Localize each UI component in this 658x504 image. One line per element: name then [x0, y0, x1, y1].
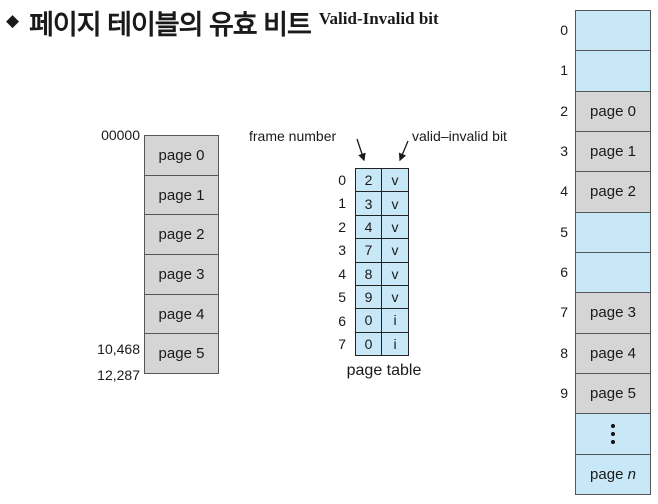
page-table-indices: 0 1 2 3 4 5 6 7: [322, 168, 346, 356]
page-index-label: 6: [338, 312, 346, 329]
page-index-label: 0: [338, 171, 346, 188]
frame-number-cell: 9: [356, 285, 382, 309]
valid-bit-cell: v: [382, 192, 408, 215]
valid-bit-cell: i: [382, 332, 408, 355]
frame-index-label: 0: [560, 22, 568, 39]
page-table: 2 v 3 v 4 v 7 v 8 v 9 v 0 i 0 i: [355, 168, 409, 356]
memory-frame-cell: page 1: [576, 130, 650, 172]
valid-bit-cell: v: [382, 169, 408, 192]
slide-title: ◆ 페이지 테이블의 유효 비트 Valid-Invalid bit: [6, 3, 439, 42]
memory-frame-cell: page 2: [576, 171, 650, 212]
frame-index-label: 4: [560, 183, 568, 200]
ellipsis-dot: [611, 439, 615, 444]
physical-frame-indices: 0 1 2 3 4 5 6 7 8 9: [540, 10, 568, 413]
frame-number-cell: 0: [356, 309, 382, 332]
page-index-label: 7: [338, 336, 346, 353]
page-n-variable: n: [627, 465, 636, 483]
frame-index-label: 7: [560, 304, 568, 321]
valid-invalid-arrow: [398, 140, 409, 162]
page-table-row: 4 v: [356, 214, 408, 239]
page-table-row: 7 v: [356, 238, 408, 262]
frame-number-cell: 4: [356, 215, 382, 239]
page-index-label: 4: [338, 265, 346, 282]
valid-bit-cell: v: [382, 215, 408, 239]
logical-page-cell: page 0: [145, 136, 218, 175]
page-index-label: 1: [338, 195, 346, 212]
logical-memory-column: page 0 page 1 page 2 page 3 page 4 page …: [144, 135, 219, 374]
frame-number-arrow: [356, 138, 366, 162]
ellipsis-dot: [611, 423, 615, 428]
frame-index-label: 3: [560, 143, 568, 160]
memory-frame-cell: [576, 211, 650, 252]
memory-frame-cell: [576, 251, 650, 293]
frame-index-label: 8: [560, 344, 568, 361]
valid-bit-cell: v: [382, 262, 408, 285]
page-table-row: 8 v: [356, 261, 408, 285]
frame-number-cell: 8: [356, 262, 382, 285]
page-table-row: 0 i: [356, 331, 408, 355]
frame-index-label: 9: [560, 384, 568, 401]
page-index-label: 2: [338, 218, 346, 235]
page-index-label: 3: [338, 242, 346, 259]
frame-number-cell: 0: [356, 332, 382, 355]
memory-frame-cell: page 3: [576, 292, 650, 333]
frame-index-label: 6: [560, 263, 568, 280]
page-n-prefix: page: [590, 465, 628, 483]
frame-number-label: frame number: [249, 128, 337, 144]
memory-frame-cell: [576, 11, 650, 51]
page-table-row: 9 v: [356, 284, 408, 309]
memory-frame-cell: page 4: [576, 332, 650, 373]
valid-bit-cell: v: [382, 285, 408, 309]
ellipsis-dot: [611, 431, 615, 436]
address-top-label: 00000: [101, 127, 140, 143]
valid-bit-cell: v: [382, 239, 408, 262]
frame-index-label: 2: [560, 102, 568, 119]
page-table-caption: page table: [346, 362, 422, 379]
memory-frame-cell-page-n: page n: [576, 453, 650, 494]
title-korean-text: 페이지 테이블의 유효 비트: [29, 10, 312, 40]
logical-page-cell: page 3: [145, 254, 218, 294]
valid-bit-cell: i: [382, 309, 408, 332]
page-table-row: 3 v: [356, 191, 408, 215]
frame-number-cell: 7: [356, 239, 382, 262]
diamond-bullet-icon: ◆: [6, 11, 20, 30]
title-english-text: Valid-Invalid bit: [318, 9, 439, 28]
logical-page-cell: page 2: [145, 214, 218, 255]
address-bottom-label: 12,287: [97, 367, 140, 383]
vertical-ellipsis-icon: [576, 413, 650, 454]
valid-invalid-bit-label: valid–invalid bit: [412, 128, 507, 144]
page-table-row: 2 v: [356, 169, 408, 192]
address-mid-label: 10,468: [97, 341, 140, 357]
page-index-label: 5: [338, 289, 346, 306]
frame-number-cell: 3: [356, 192, 382, 215]
page-table-row: 0 i: [356, 308, 408, 332]
frame-index-label: 1: [560, 62, 568, 79]
frame-index-label: 5: [560, 223, 568, 240]
physical-memory-column: page 0 page 1 page 2 page 3 page 4 page …: [575, 10, 651, 495]
memory-frame-cell: page 5: [576, 372, 650, 414]
logical-page-cell: page 5: [145, 333, 218, 374]
logical-page-cell: page 4: [145, 293, 218, 334]
frame-number-cell: 2: [356, 169, 382, 192]
memory-frame-cell: [576, 50, 650, 91]
memory-frame-cell: page 0: [576, 90, 650, 131]
logical-page-cell: page 1: [145, 174, 218, 215]
